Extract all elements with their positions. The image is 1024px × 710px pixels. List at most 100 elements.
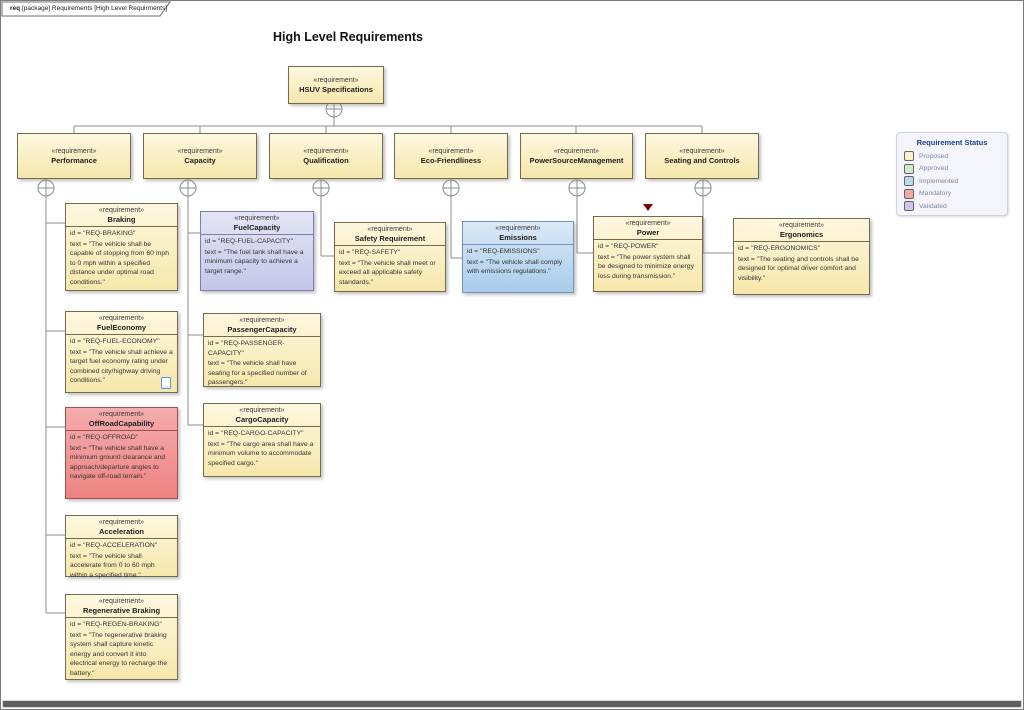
linked-document-icon xyxy=(161,377,171,389)
req-name: Power xyxy=(636,228,660,237)
req-text: text = "The vehicle shall accelerate fro… xyxy=(70,552,155,579)
req-name: Braking xyxy=(107,215,136,224)
req-id: id = "REQ-EMISSIONS" xyxy=(467,248,540,255)
stereotype-label: «requirement» xyxy=(98,315,145,322)
stereotype-label: «requirement» xyxy=(239,407,285,414)
frame-tab: req [package] Requirements [High Level R… xyxy=(10,5,167,12)
req-id: id = "REQ-ERGONOMICS" xyxy=(738,245,821,252)
req-name: PowerSourceManagement xyxy=(529,155,624,165)
req-name: Qualification xyxy=(303,155,349,165)
req-text: text = "The seating and controls shall b… xyxy=(738,255,859,282)
req-name: PassengerCapacity xyxy=(227,325,297,334)
stereotype-label: «requirement» xyxy=(234,215,280,222)
req-text: text = "The vehicle shall have seating f… xyxy=(208,360,307,387)
legend-label: Approved xyxy=(919,165,949,172)
req-id: id = "REQ-CARGO-CAPACITY" xyxy=(208,430,304,437)
stereotype-label: «requirement» xyxy=(313,76,359,84)
legend-item-mandatory: Mandatory xyxy=(904,188,1000,199)
req-node-power-source-management[interactable]: «requirement»PowerSourceManagement xyxy=(520,133,633,179)
req-text: text = "The vehicle shall achieve a targ… xyxy=(70,348,173,385)
stereotype-label: «requirement» xyxy=(303,147,349,155)
req-node-offroad-capability[interactable]: «requirement»OffRoadCapability id = "REQ… xyxy=(65,407,178,499)
horizontal-scrollbar[interactable] xyxy=(2,700,1022,708)
stereotype-label: «requirement» xyxy=(98,411,145,418)
stereotype-label: «requirement» xyxy=(553,147,600,155)
req-id: id = "REQ-BRAKING" xyxy=(70,230,136,237)
legend-item-proposed: Proposed xyxy=(904,151,1000,161)
req-id: id = "REQ-OFFROAD" xyxy=(70,434,139,441)
req-node-ergonomics[interactable]: «requirement»Ergonomics id = "REQ-ERGONO… xyxy=(733,218,870,295)
legend-label: Implemented xyxy=(919,177,959,185)
legend-label: Proposed xyxy=(919,152,949,160)
performance-branch-lines xyxy=(45,196,65,614)
req-text: text = "The vehicle shall be capable of … xyxy=(70,240,169,286)
root-branch-lines xyxy=(73,117,703,133)
stereotype-label: «requirement» xyxy=(428,147,474,155)
stereotype-label: «requirement» xyxy=(625,220,671,227)
qualification-branch-lines xyxy=(320,196,334,257)
diagram-title: High Level Requirements xyxy=(272,30,424,44)
status-warning-triangle-icon xyxy=(643,204,653,211)
req-node-capacity[interactable]: «requirement»Capacity xyxy=(143,133,257,179)
stereotype-label: «requirement» xyxy=(51,147,97,155)
stereotype-label: «requirement» xyxy=(177,147,223,155)
stereotype-label: «requirement» xyxy=(679,147,725,155)
req-name: Performance xyxy=(51,155,97,165)
legend-item-implemented: Implemented xyxy=(904,176,1000,186)
req-name: Emissions xyxy=(499,233,537,242)
req-node-acceleration[interactable]: «requirement»Acceleration id = "REQ-ACCE… xyxy=(65,515,178,579)
requirement-status-legend[interactable]: Requirement Status Proposed Approved Imp… xyxy=(896,132,1008,216)
validated-swatch xyxy=(904,201,914,211)
legend-label: Validated xyxy=(919,202,947,210)
req-id: id = "REQ-FUEL-ECONOMY" xyxy=(70,338,160,345)
req-node-fuel-capacity[interactable]: «requirement»FuelCapacity id = "REQ-FUEL… xyxy=(200,211,314,291)
proposed-swatch xyxy=(904,151,914,161)
req-name: Regenerative Braking xyxy=(82,606,161,615)
stereotype-label: «requirement» xyxy=(495,225,541,232)
req-node-seating-and-controls[interactable]: «requirement»Seating and Controls xyxy=(645,133,759,179)
stereotype-label: «requirement» xyxy=(98,598,145,605)
legend-item-approved: Approved xyxy=(904,163,1000,174)
req-node-emissions[interactable]: «requirement»Emissions id = "REQ-EMISSIO… xyxy=(462,221,574,293)
seating-branch-lines xyxy=(702,196,733,254)
req-text: text = "The fuel tank shall have a minim… xyxy=(205,248,304,275)
req-node-safety-requirement[interactable]: «requirement»Safety Requirement id = "RE… xyxy=(334,222,446,292)
req-node-eco-friendliness[interactable]: «requirement»Eco-Friendliness xyxy=(394,133,508,179)
req-node-performance[interactable]: «requirement»Performance xyxy=(17,133,131,179)
req-name: Seating and Controls xyxy=(664,155,740,165)
req-name: CargoCapacity xyxy=(235,415,289,424)
req-id: id = "REQ-POWER" xyxy=(598,243,659,250)
legend-label: Mandatory xyxy=(919,190,952,197)
legend-title: Requirement Status xyxy=(916,138,988,147)
implemented-swatch xyxy=(904,176,914,186)
req-name: FuelCapacity xyxy=(233,223,281,232)
req-text: text = "The vehicle shall meet or exceed… xyxy=(339,259,436,286)
stereotype-label: «requirement» xyxy=(367,226,413,233)
req-node-regenerative-braking[interactable]: «requirement»Regenerative Braking id = "… xyxy=(65,594,178,680)
req-node-power[interactable]: «requirement»Power id = "REQ-POWER" text … xyxy=(593,216,703,292)
req-id: id = "REQ-REGEN-BRAKING" xyxy=(70,621,162,628)
req-id: id = "REQ-PASSENGER-CAPACITY" xyxy=(208,340,285,357)
req-text: text = "The vehicle shall have a minimum… xyxy=(70,444,166,481)
power-source-branch-lines xyxy=(576,196,593,254)
req-node-passenger-capacity[interactable]: «requirement»PassengerCapacity id = "REQ… xyxy=(203,313,321,387)
req-name: Ergonomics xyxy=(779,230,824,239)
req-node-fuel-economy[interactable]: «requirement»FuelEconomy id = "REQ-FUEL-… xyxy=(65,311,178,393)
req-name: OffRoadCapability xyxy=(88,419,155,428)
frame-tab-text: [package] Requirements [High Level Requi… xyxy=(20,5,168,12)
req-name: HSUV Specifications xyxy=(299,84,373,94)
req-node-braking[interactable]: «requirement»Braking id = "REQ-BRAKING"t… xyxy=(65,203,178,291)
approved-swatch xyxy=(904,163,914,174)
req-text: text = "The regenerative braking system … xyxy=(70,631,168,677)
req-node-cargo-capacity[interactable]: «requirement»CargoCapacity id = "REQ-CAR… xyxy=(203,403,321,477)
req-node-hsuv-specifications[interactable]: «requirement»HSUV Specifications xyxy=(288,66,384,104)
req-node-qualification[interactable]: «requirement»Qualification xyxy=(269,133,383,179)
req-name: FuelEconomy xyxy=(96,323,147,332)
horizontal-scrollbar-thumb[interactable] xyxy=(3,701,1021,707)
req-name: Eco-Friendliness xyxy=(420,155,482,165)
stereotype-label: «requirement» xyxy=(98,519,145,526)
req-text: text = "The power system shall be design… xyxy=(598,253,694,280)
req-text: text = "The vehicle shall comply with em… xyxy=(467,258,563,276)
req-id: id = "REQ-FUEL-CAPACITY" xyxy=(205,238,293,245)
